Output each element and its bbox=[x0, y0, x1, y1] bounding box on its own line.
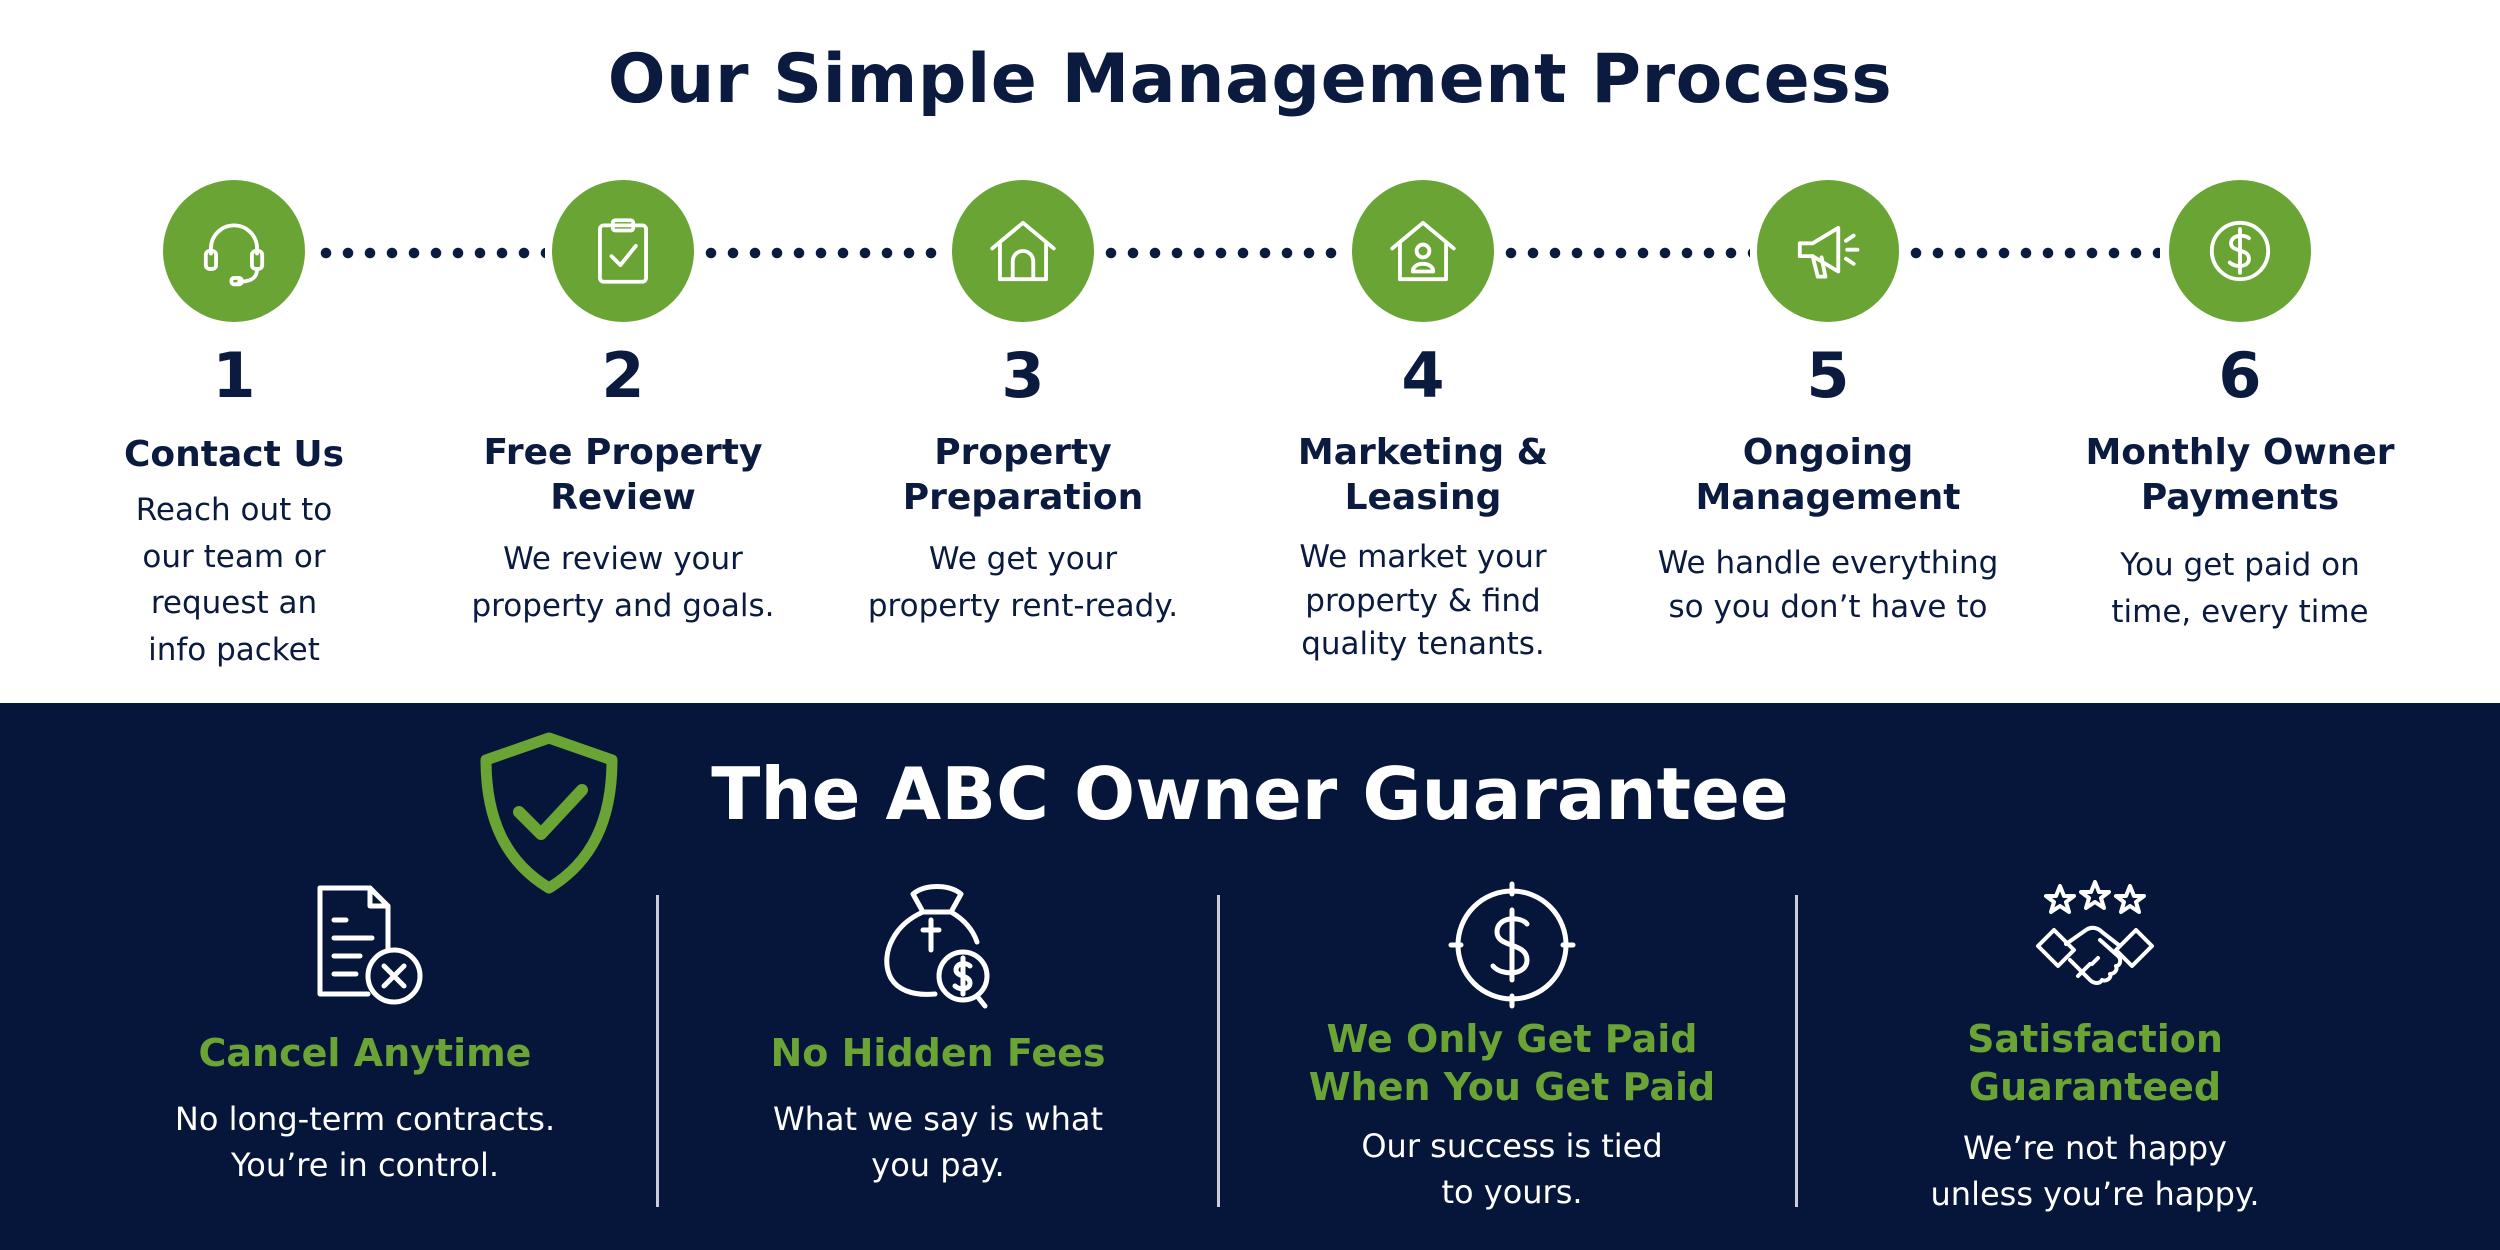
process-step-5: 5 Ongoing Management We handle everythin… bbox=[1638, 180, 2018, 629]
step-title: Marketing & Leasing bbox=[1297, 432, 1549, 519]
step-description: Reach out to our team or request an info… bbox=[135, 492, 333, 668]
process-step-2: 2 Free Property Review We review your pr… bbox=[433, 180, 813, 629]
guarantee-item-only-paid-when-you-paid: We Only Get Paid When You Get Paid Our s… bbox=[1252, 880, 1772, 1216]
guarantee-item-description: Our success is tied to yours. bbox=[1361, 1127, 1663, 1212]
guarantee-item-title: No Hidden Fees bbox=[770, 1031, 1106, 1075]
handshake-stars-icon bbox=[1835, 880, 2355, 1010]
headset-icon bbox=[163, 180, 305, 322]
guarantee-item-title: We Only Get Paid When You Get Paid bbox=[1308, 1017, 1716, 1109]
process-title: Our Simple Management Process bbox=[607, 40, 1893, 119]
divider bbox=[1217, 895, 1220, 1207]
process-step-3: 3 Property Preparation We get your prope… bbox=[833, 180, 1213, 629]
step-description: You get paid on time, every time bbox=[2111, 547, 2369, 630]
step-number: 1 bbox=[212, 339, 256, 412]
house-icon bbox=[952, 180, 1094, 322]
guarantee-item-no-hidden-fees: No Hidden Fees What we say is what you p… bbox=[678, 880, 1198, 1188]
clipboard-check-icon bbox=[552, 180, 694, 322]
step-number: 5 bbox=[1806, 339, 1850, 412]
step-description: We market your property & find quality t… bbox=[1299, 539, 1547, 662]
money-bag-icon bbox=[678, 880, 1198, 1010]
process-step-4: 4 Marketing & Leasing We market your pro… bbox=[1233, 180, 1613, 666]
step-title: Monthly Owner Payments bbox=[2085, 432, 2395, 519]
guarantee-item-satisfaction: Satisfaction Guaranteed We’re not happy … bbox=[1835, 880, 2355, 1218]
dollar-circle-icon bbox=[1252, 880, 1772, 1010]
step-description: We handle everything so you don’t have t… bbox=[1657, 545, 1999, 625]
guarantee-item-title: Satisfaction Guaranteed bbox=[1967, 1017, 2223, 1109]
megaphone-icon bbox=[1757, 180, 1899, 322]
guarantee-item-description: What we say is what you pay. bbox=[772, 1099, 1103, 1184]
step-title: Ongoing Management bbox=[1695, 432, 1961, 519]
step-description: We review your property and goals. bbox=[471, 541, 775, 624]
dotted-connector bbox=[315, 247, 545, 259]
process-step-6: 6 Monthly Owner Payments You get paid on… bbox=[2050, 180, 2430, 635]
guarantee-item-description: No long-term contracts. You’re in contro… bbox=[174, 1099, 556, 1184]
step-number: 3 bbox=[1001, 339, 1045, 412]
process-section: Our Simple Management Process 1 Contact … bbox=[44, 40, 2430, 673]
dotted-connector bbox=[700, 247, 940, 259]
house-person-icon bbox=[1352, 180, 1494, 322]
document-cancel-icon bbox=[105, 880, 625, 1010]
guarantee-item-cancel-anytime: Cancel Anytime No long-term contracts. Y… bbox=[105, 880, 625, 1188]
process-step-1: 1 Contact Us Reach out to our team or re… bbox=[44, 180, 424, 673]
guarantee-section bbox=[0, 703, 2500, 1250]
step-title: Free Property Review bbox=[483, 432, 763, 519]
dotted-connector bbox=[1100, 247, 1345, 259]
step-number: 6 bbox=[2218, 339, 2262, 412]
guarantee-item-title: Cancel Anytime bbox=[198, 1031, 532, 1075]
dotted-connector bbox=[1500, 247, 1750, 259]
divider bbox=[1795, 895, 1798, 1207]
step-description: We get your property rent-ready. bbox=[867, 541, 1179, 624]
guarantee-item-description: We’re not happy unless you’re happy. bbox=[1930, 1129, 2260, 1214]
step-number: 4 bbox=[1401, 339, 1445, 412]
shield-check-icon bbox=[480, 732, 618, 894]
step-number: 2 bbox=[601, 339, 645, 412]
divider bbox=[656, 895, 659, 1207]
dotted-connector bbox=[1905, 247, 2160, 259]
step-title: Contact Us bbox=[123, 434, 345, 476]
dollar-circle-icon bbox=[2169, 180, 2311, 322]
step-title: Property Preparation bbox=[902, 432, 1144, 519]
guarantee-title: The ABC Owner Guarantee bbox=[711, 752, 1789, 836]
